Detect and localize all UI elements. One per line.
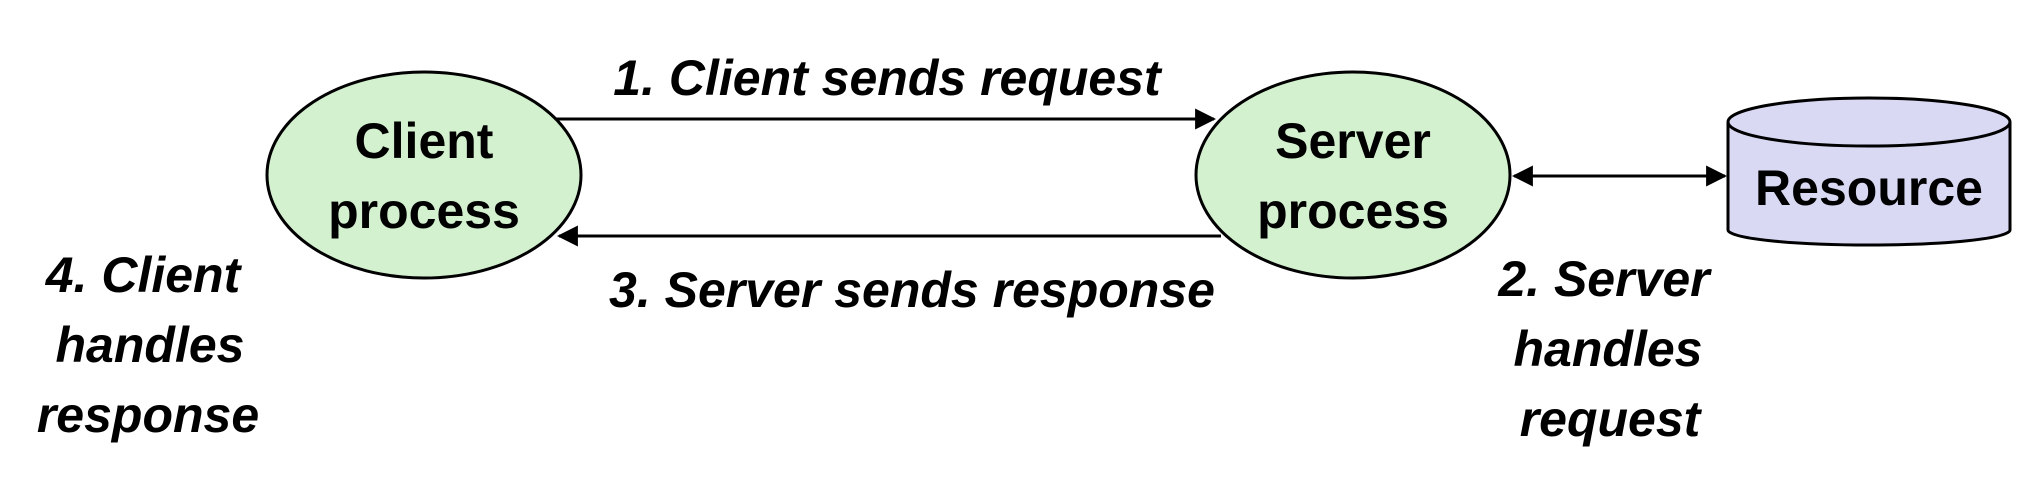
client-process-ellipse [265,70,583,280]
response-step-label: 3. Server sends response [609,262,1215,318]
client-process-label-line2: process [328,183,520,239]
resource-cylinder-top [1726,96,2012,148]
client-process-node: Client process [265,70,583,280]
server-handles-label-line1: 2. Server [1497,251,1712,307]
resource-cylinder-body [1726,122,2012,247]
client-process-label-line1: Client [355,113,494,169]
client-handles-label-line1: 4. Client [45,247,243,303]
request-step-label: 1. Client sends request [613,50,1163,106]
server-process-label-line1: Server [1275,113,1431,169]
resource-label: Resource [1755,160,1983,216]
server-process-label-line2: process [1257,183,1449,239]
resource-node: Resource [1726,96,2012,247]
client-handles-label-line2: handles [56,317,245,373]
client-handles-label-line3: response [37,387,259,443]
server-process-ellipse [1194,70,1512,280]
server-process-node: Server process [1194,70,1512,280]
server-handles-label-line2: handles [1514,321,1703,377]
server-handles-label-line3: request [1520,391,1703,447]
